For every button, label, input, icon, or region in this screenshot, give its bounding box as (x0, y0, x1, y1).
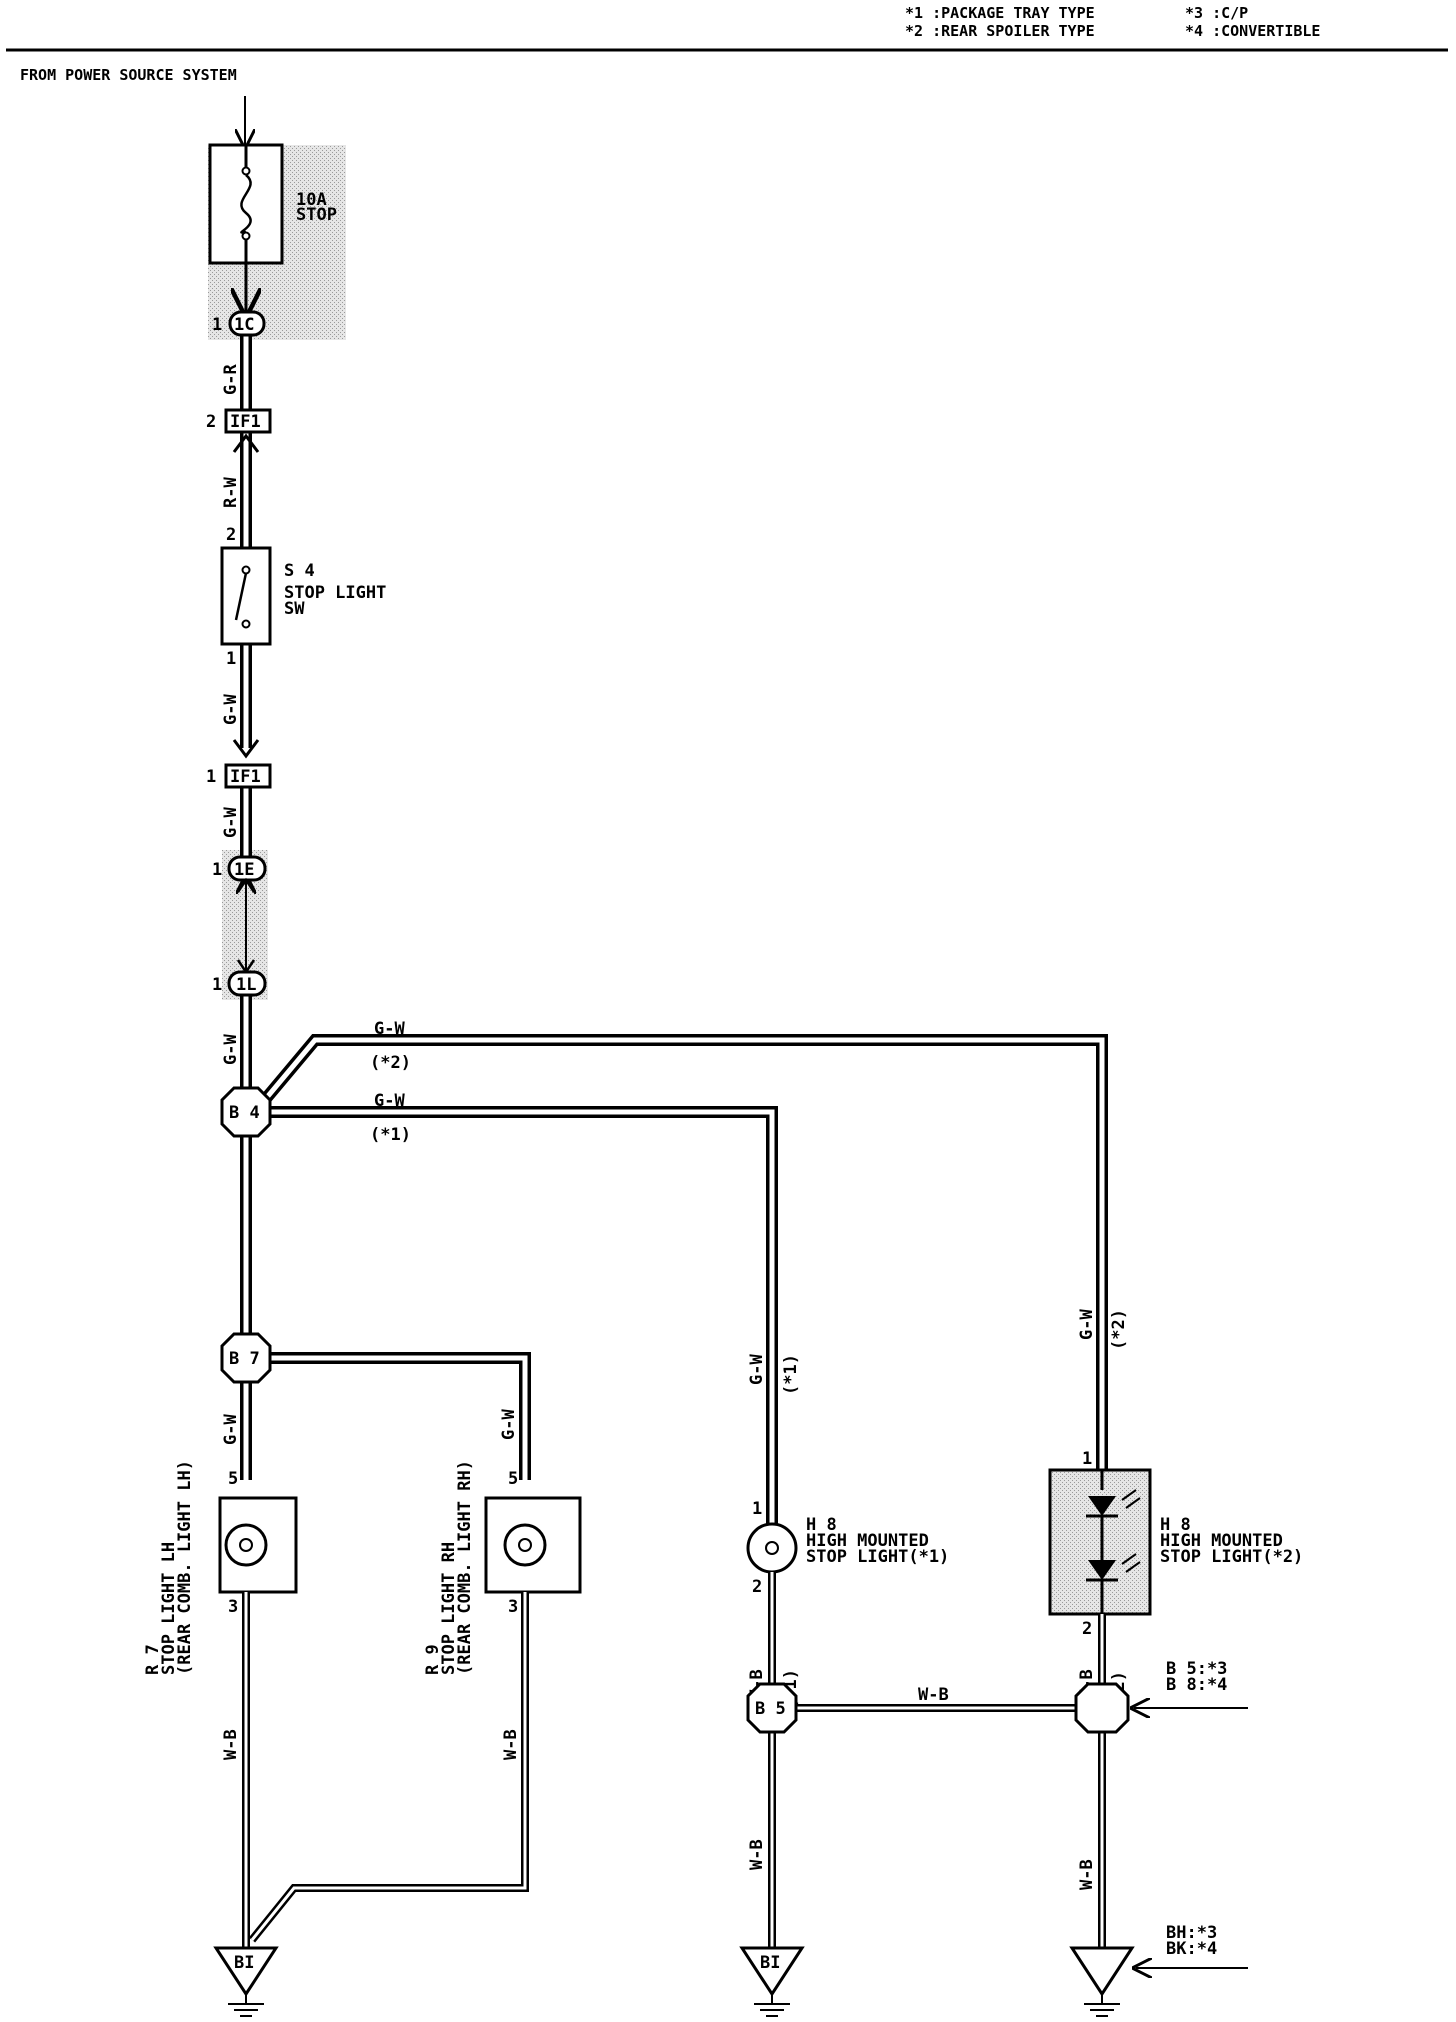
wire-label-gw: G-W (374, 1019, 405, 1039)
connector-1l (227, 970, 267, 997)
lamp-r9-id: R 9 (423, 1644, 443, 1675)
legend-item: *4 :CONVERTIBLE (1185, 22, 1320, 40)
connector-if1-pin: 2 (206, 412, 216, 432)
fuse-name: STOP (296, 205, 337, 225)
switch-name-2: SW (284, 599, 305, 619)
wire-label-gw: G-W (221, 807, 241, 838)
wire-label-gw: G-W (499, 1409, 519, 1440)
wire-label-gw: G-W (221, 694, 241, 725)
lamp-h8b-line1: HIGH MOUNTED (1160, 1531, 1283, 1551)
junction-b5 (746, 1682, 798, 1734)
junction-b4-id: B 4 (229, 1103, 260, 1123)
connector-1l-pin: 1 (212, 975, 222, 995)
led-icon (1088, 1496, 1116, 1516)
wire-label-wb: W-B (501, 1729, 521, 1760)
wire-g-w-r9 (246, 1352, 531, 1480)
stop-light-switch (220, 546, 272, 646)
ground-bh-line2: BK:*4 (1166, 1939, 1217, 1959)
junction-b4 (220, 1086, 272, 1138)
switch-pin-top: 2 (226, 525, 236, 545)
wire-label-wb: W-B (1077, 1859, 1097, 1890)
lamp-r9-line1: STOP LIGHT RH (439, 1542, 459, 1675)
lamp-h8a-pin-top: 1 (752, 1499, 762, 1519)
switch-pin-bottom: 1 (226, 649, 236, 669)
connector-1l-id: 1L (236, 975, 256, 995)
wire-label-wb: W-B (747, 1839, 767, 1870)
legend-item: *3 :C/P (1185, 4, 1248, 22)
connector-if1-id: IF1 (230, 767, 261, 787)
lamp-h8a-id: H 8 (806, 1515, 837, 1535)
lamp-h8a-line2: STOP LIGHT(*1) (806, 1547, 949, 1567)
connector-if1-id: IF1 (230, 412, 261, 432)
legend: *1 :PACKAGE TRAY TYPE *2 :REAR SPOILER T… (905, 4, 1320, 40)
wire-label-gw: G-W (1077, 1309, 1097, 1340)
wire-note: (*2) (1109, 1309, 1129, 1350)
lamp-h8b-pin-bottom: 2 (1082, 1619, 1092, 1639)
connector-1e-id: 1E (234, 860, 254, 880)
connector-1c (228, 310, 266, 337)
wire-label-gw: G-W (747, 1354, 767, 1385)
power-source-label: FROM POWER SOURCE SYSTEM (20, 66, 237, 84)
right-junction-line1: B 5:*3 (1166, 1659, 1227, 1679)
lamp-h8a-line1: HIGH MOUNTED (806, 1531, 929, 1551)
lamp-h8b (1048, 1468, 1152, 1616)
ground-bh-line1: BH:*3 (1166, 1923, 1217, 1943)
legend-item: *2 :REAR SPOILER TYPE (905, 22, 1095, 40)
lamp-h8b-line2: STOP LIGHT(*2) (1160, 1547, 1303, 1567)
connector-if1 (224, 408, 272, 434)
connector-1e-pin: 1 (212, 860, 222, 880)
wire-label-wb: W-B (918, 1685, 949, 1705)
junction-b5-b8 (1074, 1682, 1130, 1734)
lamp-r7-id: R 7 (143, 1644, 163, 1675)
wire-note: (*1) (370, 1125, 411, 1145)
ground-bh-bk (1069, 1946, 1135, 1997)
ground-bi-id: BI (760, 1953, 780, 1973)
legend-item: *1 :PACKAGE TRAY TYPE (905, 4, 1095, 22)
lamp-r7-line1: STOP LIGHT LH (159, 1542, 179, 1675)
lamp-r9-pin-bottom: 3 (508, 1597, 518, 1617)
ground-bi (213, 1946, 279, 1997)
wire-label-gw: G-W (221, 1414, 241, 1445)
ground-bi-id: BI (234, 1953, 254, 1973)
ground-bi (739, 1946, 805, 1997)
fuse-rating: 10A (296, 190, 327, 210)
led-icon (1088, 1560, 1116, 1580)
connector-if1 (224, 763, 272, 789)
connector-1c-pin: 1 (212, 315, 222, 335)
lamp-r7-line2: (REAR COMB. LIGHT LH) (175, 1460, 195, 1675)
lamp-r7-pin-top: 5 (228, 1469, 238, 1489)
lamp-h8b-pin-top: 1 (1082, 1449, 1092, 1469)
wire-label-wb: W-B (221, 1729, 241, 1760)
wire-label-gw: G-W (374, 1091, 405, 1111)
wire-label-gw: G-W (221, 1034, 241, 1065)
lamp-h8b-id: H 8 (1160, 1515, 1191, 1535)
wire-note: (*2) (370, 1053, 411, 1073)
lamp-h8a-pin-bottom: 2 (752, 1577, 762, 1597)
lamp-h8a (746, 1522, 798, 1574)
wire-label-rw: R-W (221, 477, 241, 508)
switch-id: S 4 (284, 561, 315, 581)
lamp-r9-pin-top: 5 (508, 1469, 518, 1489)
junction-b5-id: B 5 (755, 1699, 786, 1719)
right-junction-line2: B 8:*4 (1166, 1675, 1227, 1695)
wire-label-gr: G-R (221, 364, 241, 395)
bulb-icon (503, 1523, 547, 1567)
bulb-icon (765, 1541, 779, 1555)
connector-1c-id: 1C (234, 315, 254, 335)
switch-name-1: STOP LIGHT (284, 583, 386, 603)
lamp-r7-pin-bottom: 3 (228, 1597, 238, 1617)
connector-if1-pin: 1 (206, 767, 216, 787)
lamp-r9-line2: (REAR COMB. LIGHT RH) (455, 1460, 475, 1675)
junction-b7-id: B 7 (229, 1349, 260, 1369)
junction-b7 (220, 1332, 272, 1384)
fuse-icon (240, 174, 252, 234)
wire-g-w-package-tray (246, 1106, 778, 1530)
wire-note: (*1) (781, 1354, 801, 1395)
bulb-icon (224, 1523, 268, 1567)
switch-contact-icon (234, 572, 248, 621)
